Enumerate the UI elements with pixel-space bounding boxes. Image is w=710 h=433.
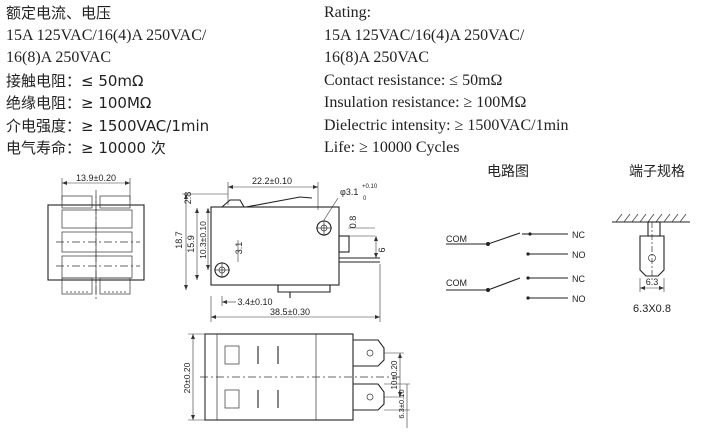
terminal-width: 6.3: [646, 277, 659, 287]
spec-life-en: Life: ≥ 10000 Cycles: [324, 139, 460, 156]
circuit-com-top: COM: [446, 234, 467, 244]
spec-dielectric-cn: 介电强度：≥ 1500VAC/1min: [6, 116, 210, 135]
spec-rating-label-cn: 额定电流、电压: [6, 4, 112, 22]
dim-38-5: 38.5±0.30: [270, 307, 310, 317]
dim-hole-dia: φ3.1: [340, 187, 358, 197]
dim-body-length: 22.2±0.10: [252, 176, 292, 186]
dim-hole-tol-lower: 0: [363, 196, 367, 202]
dim-18-7: 18.7: [174, 231, 184, 249]
spec-contact-cn: 接触电阻：≤ 50mΩ: [6, 71, 144, 90]
specs-english: Rating: 15A 125VAC/16(4)A 250VAC/ 16(8)A…: [324, 2, 568, 160]
circuit-no-bottom: NO: [572, 294, 586, 304]
dim-top-width: 13.9±0.20: [76, 173, 116, 183]
switch-side-view: 22.2±0.10 φ3.1 +0.10 0 18.7 15.9 10.3±0.…: [174, 176, 387, 322]
dim-20: 20±0.20: [182, 362, 192, 393]
dim-6-3-tol: 6.3±0.10: [397, 389, 406, 418]
spec-contact-en: Contact resistance: ≤ 50mΩ: [324, 71, 503, 89]
specs-chinese: 额定电流、电压 15A 125VAC/16(4)A 250VAC/ 16(8)A…: [6, 2, 209, 160]
terminal-size: 6.3X0.8: [633, 303, 671, 315]
circuit-diagram: 电路图 COM NC NO COM NC NO: [446, 164, 586, 304]
dim-6: 6: [377, 247, 387, 252]
switch-bottom-view: 20±0.20 10±0.20 6.3±0.10: [182, 333, 410, 428]
dim-2-8: 2.8: [183, 192, 193, 205]
spec-rating-line1-cn: 15A 125VAC/16(4)A 250VAC/: [6, 26, 207, 44]
circuit-title: 电路图: [487, 164, 529, 180]
spec-rating-line1-en: 15A 125VAC/16(4)A 250VAC/: [324, 26, 525, 44]
spec-life-cn: 电气寿命：≥ 10000 次: [6, 139, 166, 157]
dim-3-4: 3.4±0.10: [238, 297, 273, 307]
dim-10: 10±0.20: [390, 360, 399, 389]
dim-hole-tol-upper: +0.10: [362, 184, 378, 190]
dim-10-3: 10.3±0.10: [198, 221, 208, 259]
circuit-nc-top: NC: [572, 230, 585, 240]
circuit-no-top: NO: [572, 250, 586, 260]
switch-top-view: 13.9±0.20: [47, 173, 145, 300]
spec-rating-line2-en: 16(8)A 250VAC: [324, 49, 430, 66]
spec-dielectric-en: Dielectric intensity: ≥ 1500VAC/1min: [324, 116, 569, 134]
dim-15-9: 15.9: [186, 235, 196, 253]
circuit-com-bottom: COM: [446, 278, 467, 288]
terminal-spec: 端子规格 6.3 6.3X0.8: [612, 164, 690, 315]
spec-insulation-en: Insulation resistance: ≥ 100MΩ: [324, 94, 527, 111]
dim-0-8: 0.8: [348, 216, 358, 229]
dim-3-1: 3.1: [234, 242, 244, 255]
spec-insulation-cn: 绝缘电阻：≥ 100MΩ: [6, 94, 152, 112]
terminal-title: 端子规格: [629, 164, 685, 180]
spec-rating-line2-cn: 16(8)A 250VAC: [6, 49, 112, 66]
spec-rating-label-en: Rating:: [324, 4, 372, 21]
circuit-nc-bottom: NC: [572, 274, 585, 284]
